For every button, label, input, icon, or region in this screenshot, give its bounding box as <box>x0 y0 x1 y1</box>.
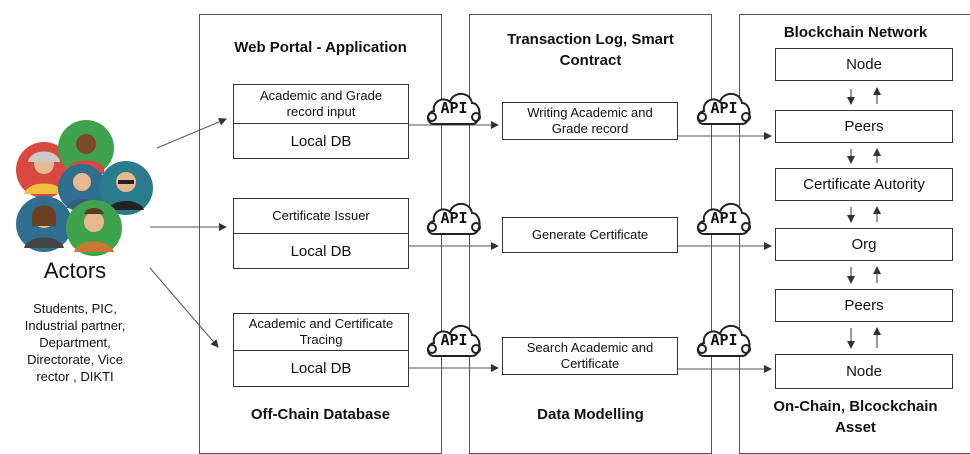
api-label: API <box>440 209 468 227</box>
api-label: API <box>710 209 738 227</box>
api-cloud-icon: API <box>424 318 484 364</box>
api-cloud-icon: API <box>694 196 754 242</box>
transaction-title-line-1: Transaction Log, Smart <box>507 31 674 48</box>
transaction-title-line-2: Contract <box>559 52 622 69</box>
blockchain-org: Org <box>775 228 953 261</box>
blockchain-footer-line-1: On-Chain, Blcockchain <box>773 398 938 415</box>
avatar-icon <box>66 200 122 256</box>
connector-arrows <box>149 87 881 373</box>
web-portal-footer: Off-Chain Database <box>250 406 391 423</box>
writing-academic-grade-box: Writing Academic and Grade record <box>502 102 678 140</box>
api-label: API <box>710 331 738 349</box>
api-cloud-icon: API <box>424 196 484 242</box>
api-cloud-icon: API <box>424 86 484 132</box>
search-academic-certificate-box: Search Academic and Certificate <box>502 337 678 375</box>
web-portal-title: Web Portal - Application <box>234 39 407 56</box>
actors-description-line: Industrial partner, <box>24 318 126 333</box>
blockchain-node-top: Node <box>775 48 953 81</box>
blockchain-peers-top: Peers <box>775 110 953 143</box>
blockchain-certificate-authority: Certificate Autority <box>775 168 953 201</box>
blockchain-footer-line-2: Asset <box>835 419 876 436</box>
blockchain-node-bottom: Node <box>775 354 953 389</box>
blockchain-peers-bottom: Peers <box>775 289 953 322</box>
api-cloud-icon: API <box>694 318 754 364</box>
actors-avatar-group <box>16 120 153 256</box>
api-label: API <box>440 99 468 117</box>
avatar-icon <box>99 161 153 215</box>
avatar-icon <box>16 142 72 198</box>
academic-certificate-tracing-box: Academic and Certificate Tracing <box>233 313 409 351</box>
actors-description-line: Students, PIC, <box>33 301 117 316</box>
local-db-box-3: Local DB <box>233 350 409 387</box>
actors-description-line: rector , DIKTI <box>36 369 114 384</box>
avatar-icon <box>16 196 72 252</box>
actors-description: Students, PIC, Industrial partner, Depar… <box>0 300 150 385</box>
actors-title: Actors <box>43 258 107 283</box>
transaction-footer: Data Modelling <box>537 406 644 423</box>
generate-certificate-box: Generate Certificate <box>502 217 678 253</box>
local-db-box-2: Local DB <box>233 233 409 269</box>
api-cloud-icon: API <box>694 86 754 132</box>
api-label: API <box>440 331 468 349</box>
api-label: API <box>710 99 738 117</box>
academic-grade-input-box: Academic and Grade record input <box>233 84 409 124</box>
blockchain-title: Blockchain Network <box>783 24 928 41</box>
certificate-issuer-box: Certificate Issuer <box>233 198 409 234</box>
actors-description-line: Department, <box>39 335 111 350</box>
actors-description-line: Directorate, Vice <box>27 352 123 367</box>
local-db-box-1: Local DB <box>233 123 409 159</box>
